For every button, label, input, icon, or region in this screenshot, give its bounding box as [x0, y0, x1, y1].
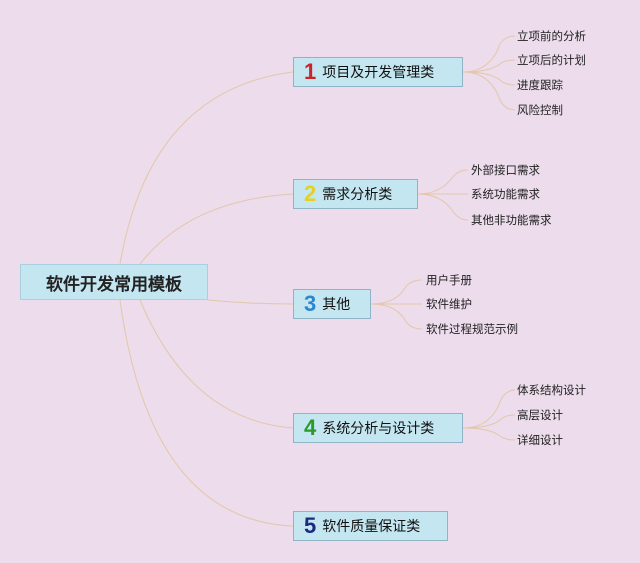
- leaf-4-3[interactable]: 详细设计: [517, 433, 563, 447]
- b1-leaf-link-3: [462, 71, 516, 86]
- leaf-4-1[interactable]: 体系结构设计: [517, 383, 586, 397]
- b1-leaf-link-4: [462, 71, 516, 111]
- b2-leaf-link-1: [417, 169, 469, 195]
- branch-node-5[interactable]: 5 软件质量保证类: [293, 511, 448, 541]
- b4-leaf-link-1: [462, 389, 516, 429]
- branch-number-1: 1: [304, 59, 317, 84]
- b3-leaf-link-1: [370, 279, 423, 305]
- b1-leaf-link-2: [462, 59, 516, 73]
- branch-node-3[interactable]: 3 其他: [293, 289, 371, 319]
- root-label: 软件开发常用模板: [46, 274, 182, 295]
- branch-number-4: 4: [304, 415, 317, 440]
- root-link-2: [139, 193, 294, 265]
- leaf-2-1[interactable]: 外部接口需求: [471, 163, 540, 177]
- leaf-3-3[interactable]: 软件过程规范示例: [426, 322, 518, 336]
- branch-node-2[interactable]: 2 需求分析类: [293, 179, 418, 209]
- leaf-3-1[interactable]: 用户手册: [426, 273, 472, 287]
- root-link-3: [207, 299, 294, 305]
- root-link-1: [119, 71, 294, 265]
- leaf-4-2[interactable]: 高层设计: [517, 408, 563, 422]
- branch-label-2: 需求分析类: [322, 187, 393, 203]
- leaf-3-2[interactable]: 软件维护: [426, 297, 472, 311]
- root-node[interactable]: 软件开发常用模板: [20, 264, 208, 300]
- branch-node-4[interactable]: 4 系统分析与设计类: [293, 413, 463, 443]
- b4-leaf-link-3: [462, 427, 516, 441]
- leaf-1-4[interactable]: 风险控制: [517, 103, 563, 117]
- root-link-5: [119, 299, 294, 527]
- b4-leaf-link-2: [462, 414, 516, 429]
- branch-label-5: 软件质量保证类: [322, 519, 421, 535]
- branch-node-1[interactable]: 1 项目及开发管理类: [293, 57, 463, 87]
- leaf-2-2[interactable]: 系统功能需求: [471, 187, 540, 201]
- leaf-1-3[interactable]: 进度跟踪: [517, 78, 563, 92]
- b2-leaf-link-3: [417, 193, 469, 221]
- branch-number-3: 3: [304, 291, 317, 316]
- branch-number-5: 5: [304, 513, 317, 538]
- leaf-1-2[interactable]: 立项后的计划: [517, 53, 586, 67]
- branch-number-2: 2: [304, 181, 317, 206]
- root-link-4: [139, 299, 294, 429]
- b3-leaf-link-3: [370, 303, 423, 330]
- leaf-2-3[interactable]: 其他非功能需求: [471, 213, 552, 227]
- branch-label-1: 项目及开发管理类: [322, 65, 435, 81]
- branch-label-3: 其他: [322, 297, 351, 313]
- b1-leaf-link-1: [462, 35, 516, 73]
- branch-label-4: 系统分析与设计类: [322, 421, 435, 437]
- leaf-1-1[interactable]: 立项前的分析: [517, 29, 586, 43]
